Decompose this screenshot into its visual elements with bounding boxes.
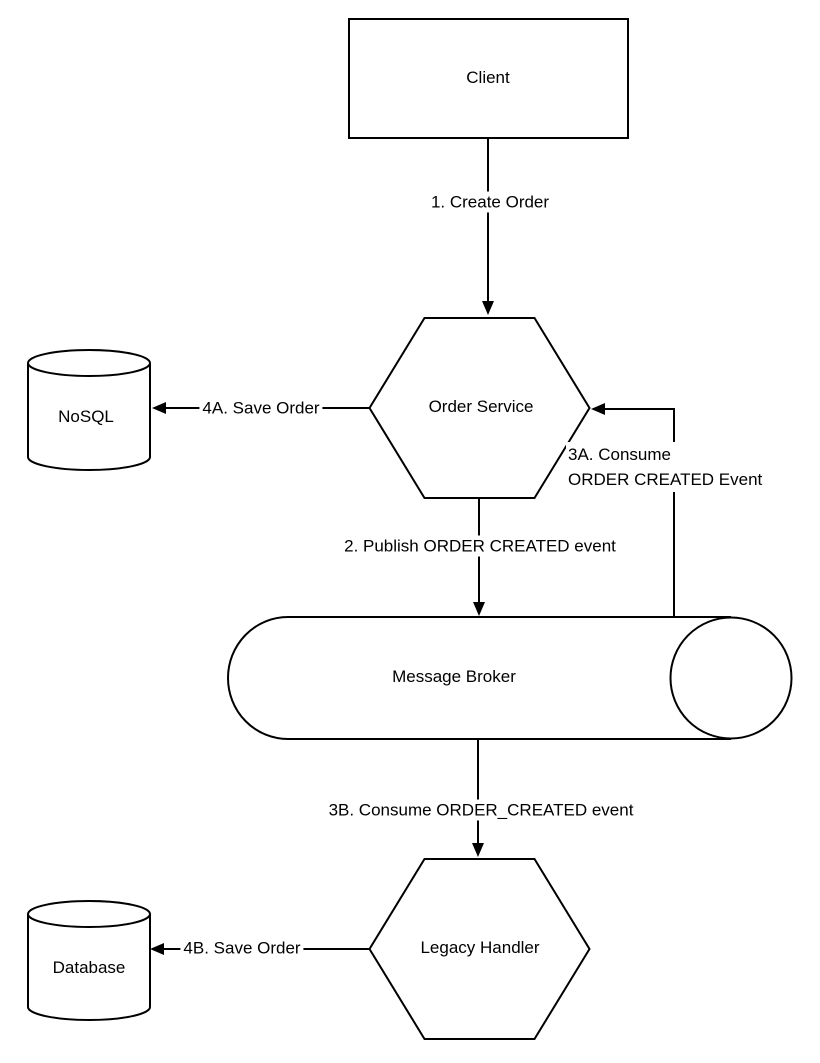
message-broker-node-label: Message Broker	[392, 667, 516, 686]
legacy-handler-node-label: Legacy Handler	[420, 938, 540, 957]
nosql-node-top	[27, 349, 151, 377]
publish-event-edge-label: 2. Publish ORDER CREATED event	[341, 535, 619, 557]
create-order-arrowhead-icon	[482, 301, 494, 315]
create-order-edge-label: 1. Create Order	[427, 191, 553, 213]
message-broker-node-face	[669, 616, 793, 740]
consume-b-edge-label: 3B. Consume ORDER_CREATED event	[325, 799, 637, 821]
save-order-a-edge-label: 4A. Save Order	[199, 397, 323, 419]
database-node-top	[27, 900, 151, 928]
legacy-handler-node	[368, 858, 591, 1040]
consume-b-arrowhead-icon	[472, 843, 484, 857]
consume-a-edge-label-line1: 3A. Consume	[568, 445, 671, 464]
nosql-node-body	[27, 363, 151, 471]
order-service-node	[368, 317, 591, 499]
save-order-b-arrowhead-icon	[150, 943, 164, 955]
save-order-b-edge-label: 4B. Save Order	[180, 937, 304, 959]
order-service-node-label: Order Service	[428, 397, 534, 416]
publish-event-arrowhead-icon	[473, 602, 485, 616]
consume-a-arrow-line	[605, 408, 675, 617]
database-node-label: Database	[52, 958, 126, 977]
nosql-node-label: NoSQL	[58, 407, 114, 426]
save-order-a-arrowhead-icon	[152, 402, 166, 414]
client-node-label: Client	[466, 68, 510, 87]
consume-a-arrowhead-icon	[591, 403, 605, 415]
consume-a-edge-label-line2: ORDER CREATED Event	[568, 470, 763, 489]
client-node	[348, 18, 629, 139]
database-node-body	[27, 914, 151, 1021]
consume-a-edge-label: 3A. Consume ORDER CREATED Event	[566, 442, 765, 492]
message-broker-node-body	[227, 616, 731, 740]
